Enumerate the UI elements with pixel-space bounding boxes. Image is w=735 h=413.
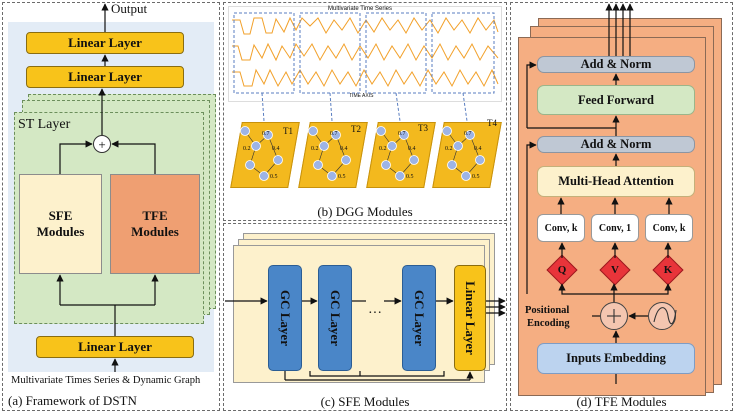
gc-layer-1: GC Layer — [268, 265, 302, 371]
conv-mid: Conv, 1 — [591, 214, 639, 242]
residual-1 — [526, 141, 537, 294]
linear-layer-mid: Linear Layer — [26, 66, 184, 88]
sfe-modules-box: SFE Modules — [19, 174, 102, 274]
tfe-line2: Modules — [131, 224, 179, 239]
skip-connection — [309, 371, 445, 377]
pos-encoding-line2: Encoding — [527, 318, 570, 329]
t2-w2: 0.2 — [311, 146, 319, 152]
add-norm-top: Add & Norm — [537, 56, 695, 73]
k-label: K — [663, 264, 673, 276]
conv-right: Conv, k — [645, 214, 693, 242]
t3-w1: 0.7 — [398, 131, 406, 137]
panel-b-frame — [223, 2, 507, 221]
st-layer-label: ST Layer — [18, 117, 71, 132]
t1-w3: 0.4 — [272, 146, 280, 152]
output-label: Output — [111, 1, 148, 16]
gc-layer-3: GC Layer — [402, 265, 436, 371]
t1-w4: 0.5 — [270, 174, 278, 180]
arrow-sfe-plus — [59, 140, 93, 174]
feed-forward: Feed Forward — [537, 85, 695, 115]
inputs-embedding: Inputs Embedding — [537, 343, 695, 374]
multi-head-attention: Multi-Head Attention — [537, 166, 695, 197]
plus-symbol: + — [98, 136, 106, 152]
gc-layer-2: GC Layer — [318, 265, 352, 371]
sfe-line2: Modules — [36, 224, 85, 239]
t1-w2: 0.2 — [243, 146, 251, 152]
t2-w1: 0.7 — [330, 131, 338, 137]
input-label: Multivariate Times Series & Dynamic Grap… — [11, 375, 201, 386]
conv-left: Conv, k — [537, 214, 585, 242]
t2-w4: 0.5 — [338, 174, 346, 180]
graph-nodes — [240, 126, 485, 181]
caption-c: (c) SFE Modules — [320, 394, 410, 409]
residual-2 — [526, 61, 537, 128]
pos-plus-circle — [600, 302, 628, 330]
t1-w1: 0.7 — [262, 131, 270, 137]
pos-glyphs — [607, 307, 677, 325]
t3-w3: 0.4 — [408, 146, 416, 152]
q-label: Q — [557, 264, 567, 276]
v-label: V — [611, 264, 619, 276]
pos-encoding-line1: Positional — [525, 305, 570, 316]
t3-w2: 0.2 — [379, 146, 387, 152]
panel-a-frame — [2, 2, 220, 411]
sfe-linear-layer: Linear Layer — [454, 265, 486, 371]
graph-t2-label: T2 — [351, 124, 361, 134]
panel-c-frame — [223, 223, 507, 411]
caption-a: (a) Framework of DSTN — [8, 393, 137, 408]
sfe-line1: SFE — [48, 208, 73, 223]
t4-w4: 0.5 — [472, 174, 480, 180]
linear-layer-bottom: Linear Layer — [36, 336, 194, 358]
chart-xlabel: TIME AXIS — [349, 93, 374, 99]
gc-ellipsis: ··· — [368, 306, 382, 321]
linear-layer-top: Linear Layer — [26, 32, 184, 54]
graph-t4-label: T4 — [487, 118, 497, 128]
t4-w3: 0.4 — [474, 146, 482, 152]
tfe-line1: TFE — [142, 208, 168, 223]
graph-t3-label: T3 — [418, 123, 428, 133]
graph-t1-label: T1 — [283, 126, 293, 136]
time-windows — [233, 12, 495, 122]
tfe-modules-box: TFE Modules — [110, 174, 200, 274]
plus-circle: + — [93, 135, 111, 153]
panel-d-frame — [510, 2, 733, 411]
t4-w1: 0.7 — [464, 131, 472, 137]
add-norm-bottom: Add & Norm — [537, 136, 695, 153]
t3-w4: 0.5 — [406, 174, 414, 180]
caption-b: (b) DGG Modules — [317, 204, 413, 219]
caption-d: (d) TFE Modules — [576, 394, 667, 409]
chart-title: Multivariate Time Series — [328, 6, 393, 12]
t2-w3: 0.4 — [340, 146, 348, 152]
time-series-lines — [232, 16, 499, 88]
t4-w2: 0.2 — [445, 146, 453, 152]
arrow-tfe-plus — [111, 140, 156, 174]
